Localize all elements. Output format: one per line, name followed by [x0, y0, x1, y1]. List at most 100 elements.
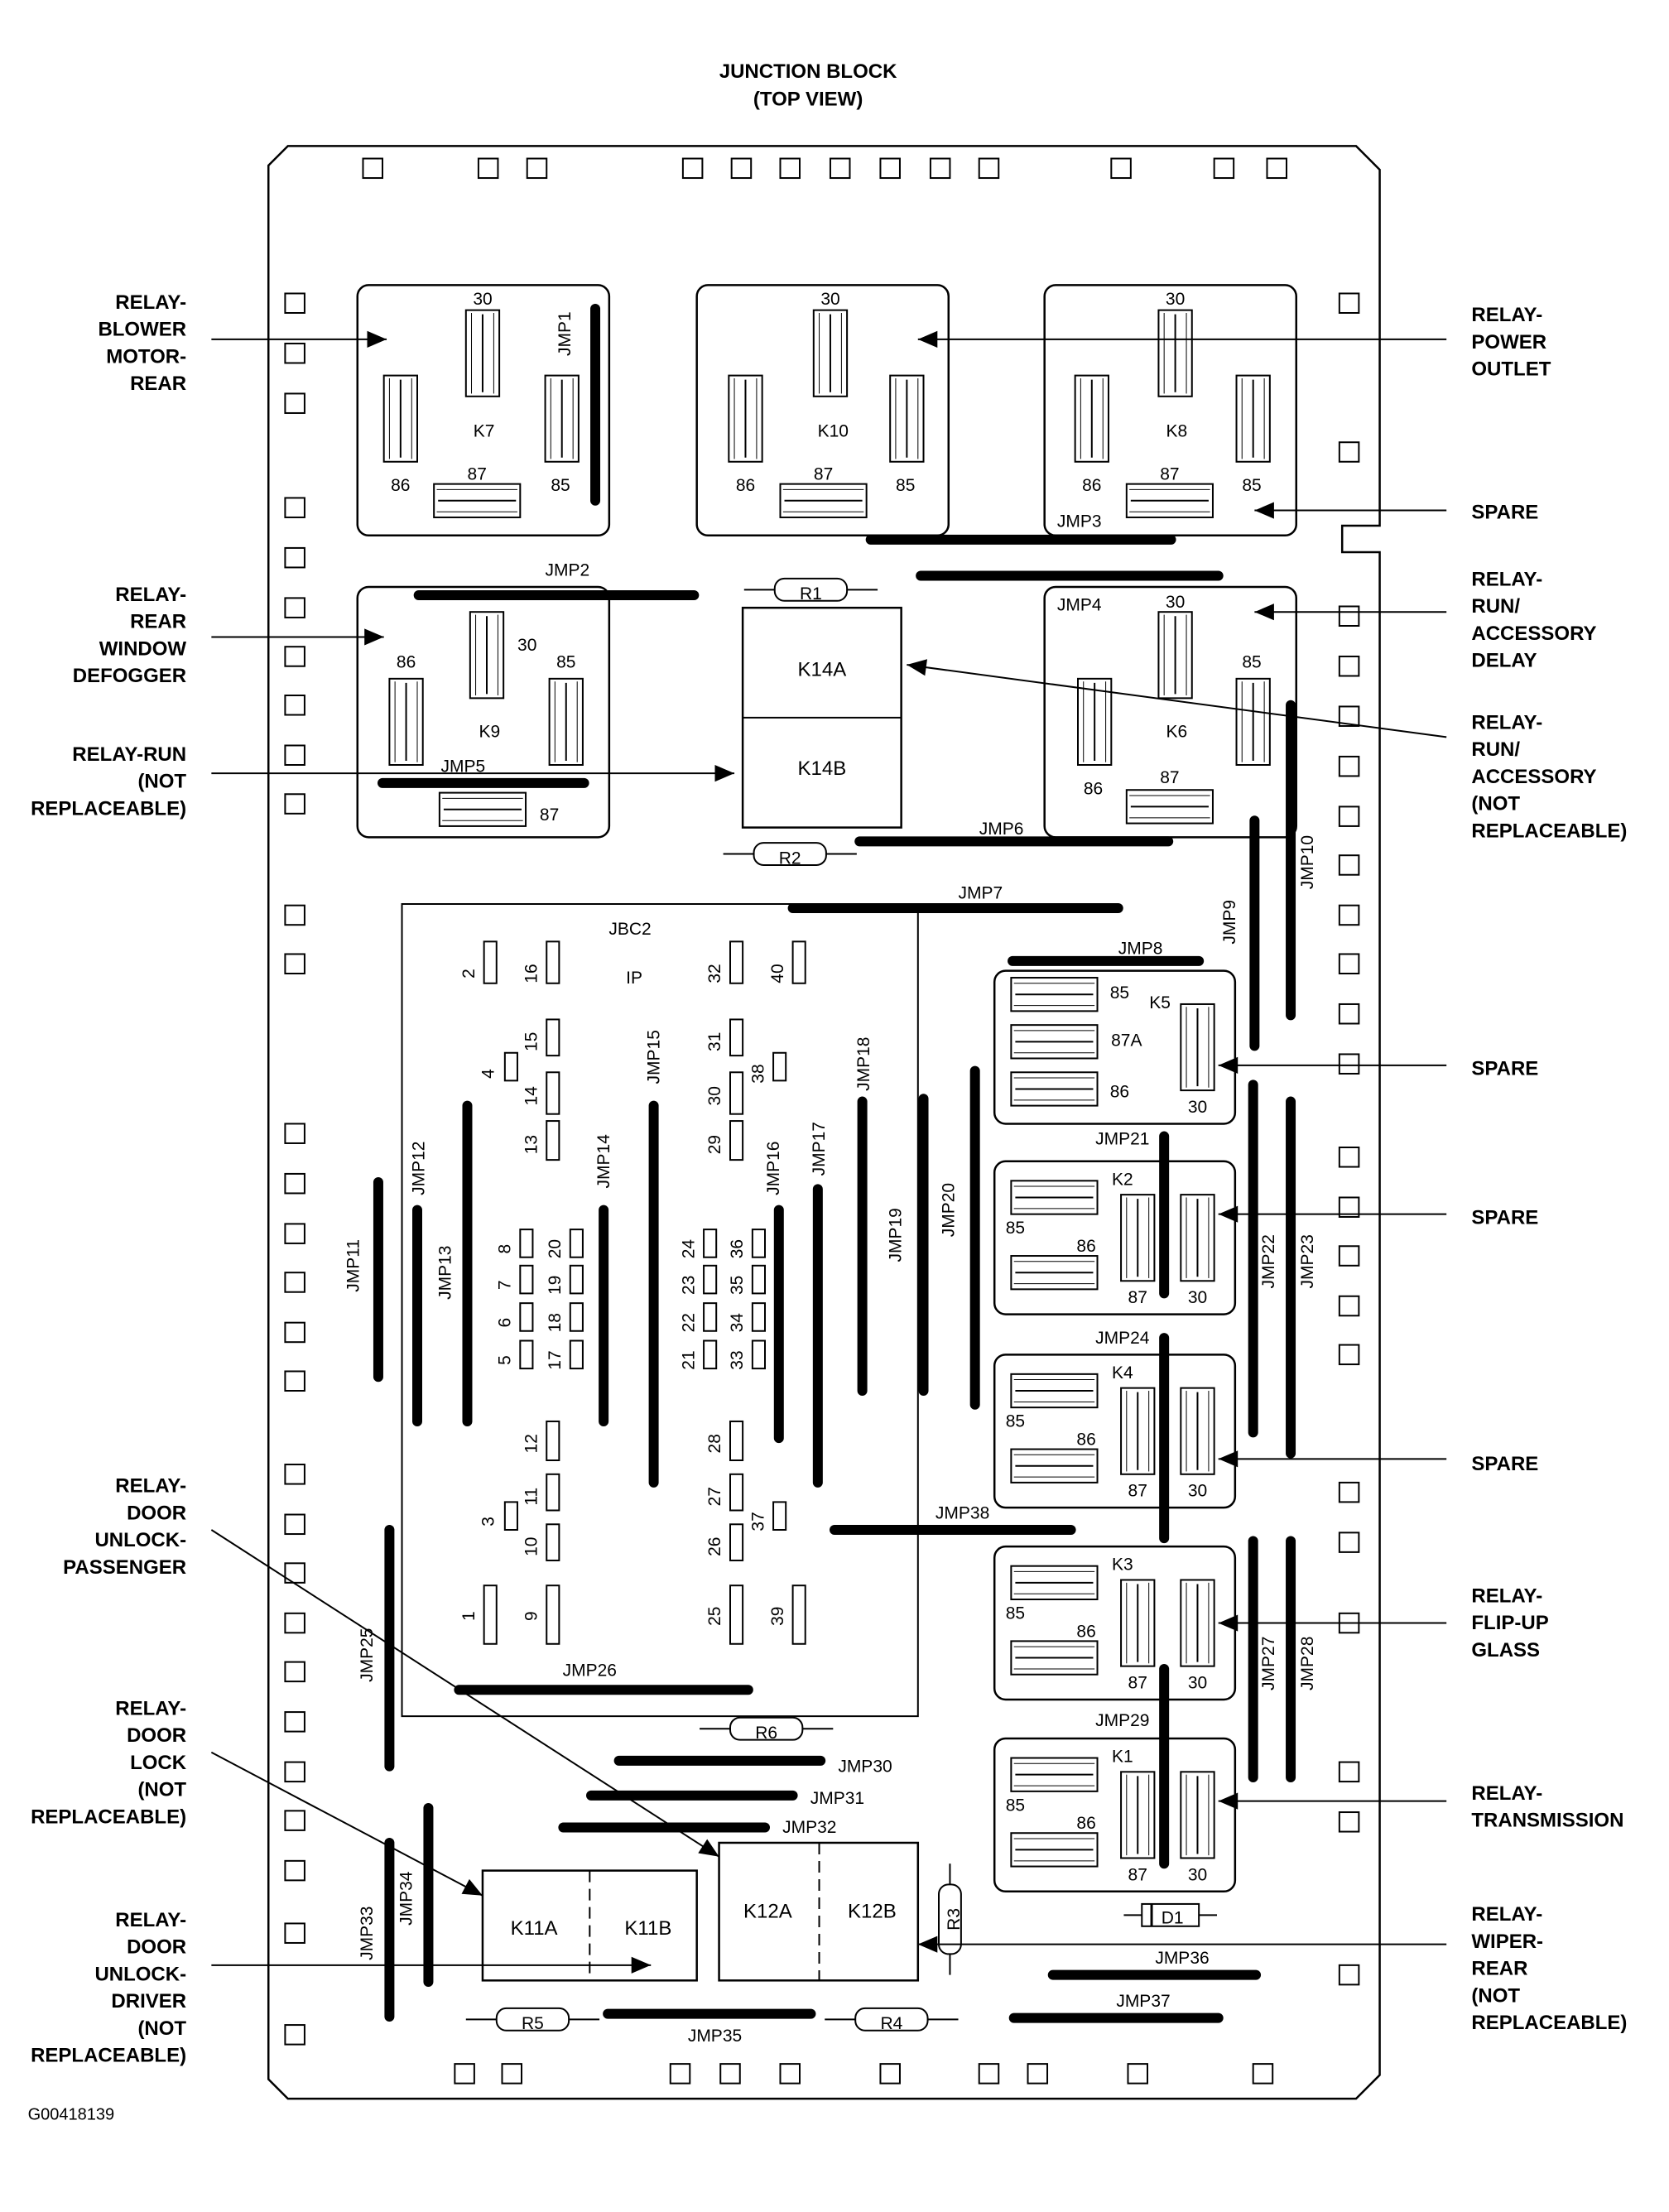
pin-label-86: 86 [1076, 1814, 1095, 1833]
resistor-r3 [938, 1883, 962, 1955]
mount-square [284, 1513, 305, 1536]
pin-cavity-19 [569, 1264, 584, 1295]
resistor-r3-label: R3 [945, 1908, 964, 1931]
pin-label-3: 3 [479, 1517, 498, 1527]
callout-wiper-rear-line-3: REAR [1471, 1958, 1527, 1980]
jumper-jmp14-label: JMP14 [594, 1134, 613, 1189]
leader-spare-k4-head [1218, 1450, 1239, 1468]
relay-k5-housing [993, 969, 1237, 1125]
callout-door-unlock-passenger-line-4: PASSENGER [63, 1556, 186, 1579]
mount-square [526, 157, 548, 180]
pin-label-85: 85 [551, 476, 570, 495]
jumper-jmp26-label: JMP26 [563, 1661, 617, 1680]
callout-flip-up-glass-line-3: GLASS [1471, 1639, 1540, 1661]
callout-rear-window-defogger-line-3: WINDOW [99, 637, 187, 660]
mount-square [1027, 2063, 1049, 2085]
mount-square [284, 1172, 305, 1195]
pin-label-86: 86 [1084, 779, 1103, 798]
leader-run-accessory-head [907, 659, 927, 676]
callout-rear-window-defogger-line-2: REAR [130, 611, 186, 633]
callout-run-accessory-delay-line-1: RELAY- [1471, 568, 1542, 590]
pin-cavity-9 [546, 1584, 560, 1645]
pin-cavity-28 [729, 1420, 744, 1461]
pin-label-85: 85 [1006, 1412, 1025, 1431]
pin-label-23: 23 [679, 1276, 698, 1295]
pin-cavity-39 [791, 1584, 806, 1645]
callout-relay-run-line-3: REPLACEABLE) [31, 798, 186, 820]
pin-label-35: 35 [728, 1276, 747, 1295]
mount-square [284, 1859, 305, 1882]
callout-blower-motor-rear-line-1: RELAY- [115, 291, 186, 314]
mount-square [284, 1464, 305, 1485]
mount-square [284, 1711, 305, 1733]
mount-square [1338, 1003, 1360, 1025]
relay-k1-housing [993, 1737, 1237, 1893]
pin-label-30: 30 [1166, 593, 1185, 612]
pin-label-6: 6 [496, 1318, 515, 1328]
pin-label-40: 40 [768, 964, 787, 983]
leader-wiper-head [917, 1935, 938, 1953]
callout-wiper-rear-line-2: WIPER- [1471, 1931, 1543, 1953]
mount-square [1338, 441, 1360, 463]
leader-power-outlet-head [917, 330, 938, 348]
pin-label-85: 85 [556, 652, 575, 671]
pin-cavity-18 [569, 1302, 584, 1332]
pin-cavity-24 [703, 1229, 718, 1258]
relay-k8-name: K8 [1166, 422, 1187, 441]
mount-square [284, 1272, 305, 1293]
pin-label-22: 22 [679, 1313, 698, 1332]
callout-blower-motor-rear-line-3: MOTOR- [106, 346, 186, 368]
jumper-jmp21-label: JMP21 [1095, 1130, 1149, 1149]
leader-door-lock [210, 1751, 483, 1897]
mount-square [1338, 292, 1360, 315]
pin-cavity-35 [751, 1264, 767, 1295]
pin-cavity-26 [729, 1523, 744, 1561]
resistor-r5 [495, 2007, 570, 2032]
mount-square [1252, 2063, 1274, 2085]
relay-k2-housing [993, 1160, 1237, 1315]
callout-door-lock-line-1: RELAY- [115, 1697, 186, 1719]
leader-run-head [714, 765, 734, 782]
jumper-jmp35-label: JMP35 [688, 2027, 742, 2046]
mount-square [284, 1321, 305, 1344]
pin-label-87: 87 [1128, 1482, 1147, 1501]
mount-square [1338, 1245, 1360, 1267]
resistor-r6-label: R6 [755, 1724, 777, 1743]
pin-label-27: 27 [705, 1487, 724, 1506]
callout-spare-k8-line-1: SPARE [1471, 502, 1538, 524]
relay-k2-name: K2 [1112, 1170, 1133, 1189]
relay-k7-housing [356, 284, 611, 537]
resistor-r4-label: R4 [880, 2014, 902, 2033]
callout-run-accessory-delay-line-2: RUN/ [1471, 595, 1520, 618]
pin-label-87: 87 [1128, 1288, 1147, 1307]
mount-square [1338, 1344, 1360, 1366]
relay-k10-housing [695, 284, 950, 537]
mount-square [284, 1612, 305, 1634]
mount-square [978, 157, 1000, 180]
mount-square [1338, 854, 1360, 876]
mount-square [669, 2063, 691, 2085]
pin-label-38: 38 [748, 1064, 767, 1083]
callout-power-outlet-line-3: OUTLET [1471, 358, 1551, 381]
pin-label-30: 30 [1188, 1288, 1207, 1307]
callout-wiper-rear-line-5: REPLACEABLE) [1471, 2012, 1627, 2034]
callout-spare-k5-line-1: SPARE [1471, 1058, 1538, 1080]
pin-cavity-36 [751, 1229, 767, 1258]
jumper-jmp3-label: JMP3 [1057, 512, 1102, 531]
connector-ip-label: IP [626, 969, 642, 988]
mount-square [978, 2063, 1000, 2085]
pin-cavity-8 [519, 1229, 534, 1258]
pin-label-33: 33 [728, 1350, 747, 1369]
mount-square [1338, 953, 1360, 974]
mount-square [1338, 605, 1360, 627]
callout-door-unlock-driver-line-3: UNLOCK- [94, 1963, 186, 1985]
leader-run-accessory-delay-head [1254, 603, 1274, 621]
pin-label-30: 30 [705, 1086, 724, 1105]
pin-label-7: 7 [496, 1280, 515, 1290]
pin-label-86: 86 [736, 476, 755, 495]
jumper-jmp5-label: JMP5 [441, 757, 486, 776]
mount-square [1338, 1811, 1360, 1833]
leader-flip-up-head [1218, 1614, 1239, 1632]
pin-label-34: 34 [728, 1313, 747, 1333]
callout-door-unlock-driver-line-4: DRIVER [111, 1990, 186, 2012]
